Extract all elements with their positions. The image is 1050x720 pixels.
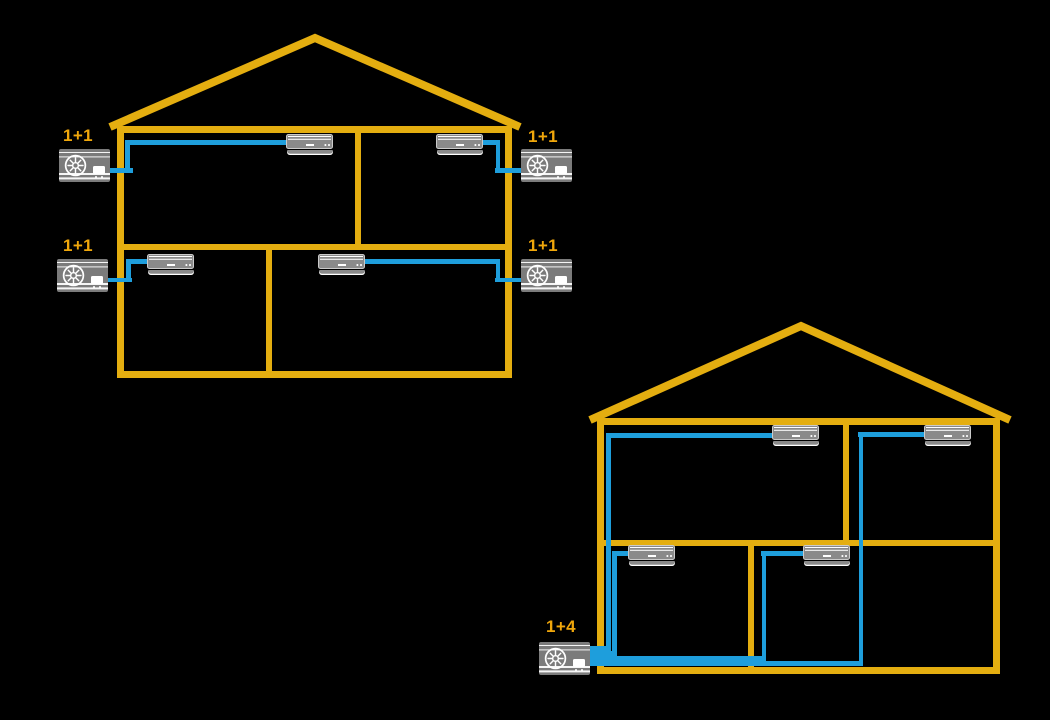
outdoor-unit-left-house-upper-right [521, 149, 572, 182]
system-label-1plus1-lower-right: 1+1 [528, 236, 559, 255]
outdoor-unit-right-house [539, 642, 590, 675]
pipe-segment [106, 168, 133, 173]
indoor-unit-flap [436, 150, 483, 155]
pipe-segment [495, 140, 500, 173]
system-label-1plus1-upper-right: 1+1 [528, 127, 559, 146]
right-house-upper-partition [843, 425, 849, 540]
indoor-unit-left-house-lower-right [318, 254, 365, 275]
right-house-floor-divider [604, 540, 993, 546]
outdoor-unit-left-house-lower-left [57, 259, 108, 292]
indoor-unit-right-house-lower-left [628, 545, 675, 566]
pipe-segment [106, 277, 132, 282]
pipe-segment [586, 661, 863, 666]
outdoor-unit-left-house-lower-right [521, 259, 572, 292]
pipe-segment [761, 551, 805, 556]
unit-display [791, 435, 800, 437]
left-house-floor-divider [124, 244, 505, 250]
indoor-unit-body [436, 134, 483, 149]
unit-display [305, 144, 314, 146]
system-label-1plus4: 1+4 [546, 617, 577, 636]
unit-display [943, 435, 952, 437]
pipe-segment [761, 551, 766, 661]
indoor-unit-body [924, 425, 971, 440]
pipe-segment [586, 651, 617, 656]
indoor-unit-body [147, 254, 194, 269]
unit-display [166, 264, 175, 266]
indoor-unit-left-house-upper-left [286, 134, 333, 155]
control-box [555, 276, 567, 289]
pipe-segment [495, 168, 523, 173]
unit-display [337, 264, 346, 266]
pipe-segment [612, 551, 630, 556]
indoor-unit-flap [286, 150, 333, 155]
control-box [555, 166, 567, 179]
system-label-1plus1-upper-left: 1+1 [63, 126, 94, 145]
pipe-segment [612, 551, 617, 656]
fan-icon [62, 264, 85, 287]
pipe-segment [126, 259, 131, 282]
indoor-unit-body [628, 545, 675, 560]
indoor-unit-right-house-lower-right [803, 545, 850, 566]
indoor-unit-right-house-upper-left [772, 425, 819, 446]
fan-icon [526, 154, 549, 177]
left-house-roof [108, 33, 522, 131]
right-house-lower-partition [748, 546, 754, 667]
pipe-segment [606, 433, 611, 651]
left-house-upper-partition [355, 133, 361, 244]
indoor-unit-flap [924, 441, 971, 446]
indoor-unit-body [286, 134, 333, 149]
indoor-unit-body [318, 254, 365, 269]
indoor-unit-flap [318, 270, 365, 275]
pipe-segment [495, 259, 500, 282]
pipe-segment [495, 277, 523, 282]
pipe-segment [586, 656, 766, 661]
control-box [91, 276, 103, 289]
indoor-unit-flap [803, 561, 850, 566]
unit-display [822, 555, 831, 557]
pipe-segment [606, 433, 775, 438]
pipe-segment [363, 259, 500, 264]
left-house-lower-partition [266, 250, 272, 371]
system-label-1plus1-lower-left: 1+1 [63, 236, 94, 255]
outdoor-unit-left-house-upper-left [59, 149, 110, 182]
indoor-unit-flap [628, 561, 675, 566]
unit-display [455, 144, 464, 146]
left-house-walls [117, 126, 512, 378]
indoor-unit-body [772, 425, 819, 440]
pipe-segment [858, 432, 926, 437]
indoor-unit-right-house-upper-right [924, 425, 971, 446]
pipe-segment [125, 140, 130, 173]
indoor-unit-body [803, 545, 850, 560]
fan-icon [64, 154, 87, 177]
right-house-walls [597, 418, 1000, 674]
indoor-unit-left-house-lower-left [147, 254, 194, 275]
pipe-segment [858, 432, 863, 666]
indoor-unit-flap [772, 441, 819, 446]
right-house-roof [588, 321, 1012, 424]
control-box [93, 166, 105, 179]
fan-icon [526, 264, 549, 287]
indoor-unit-flap [147, 270, 194, 275]
pipe-segment [586, 646, 611, 651]
pipe-segment [126, 259, 149, 264]
pipe-segment [481, 140, 500, 145]
indoor-unit-left-house-upper-right [436, 134, 483, 155]
pipe-segment [125, 140, 289, 145]
control-box [573, 659, 585, 672]
unit-display [647, 555, 656, 557]
fan-icon [544, 647, 567, 670]
